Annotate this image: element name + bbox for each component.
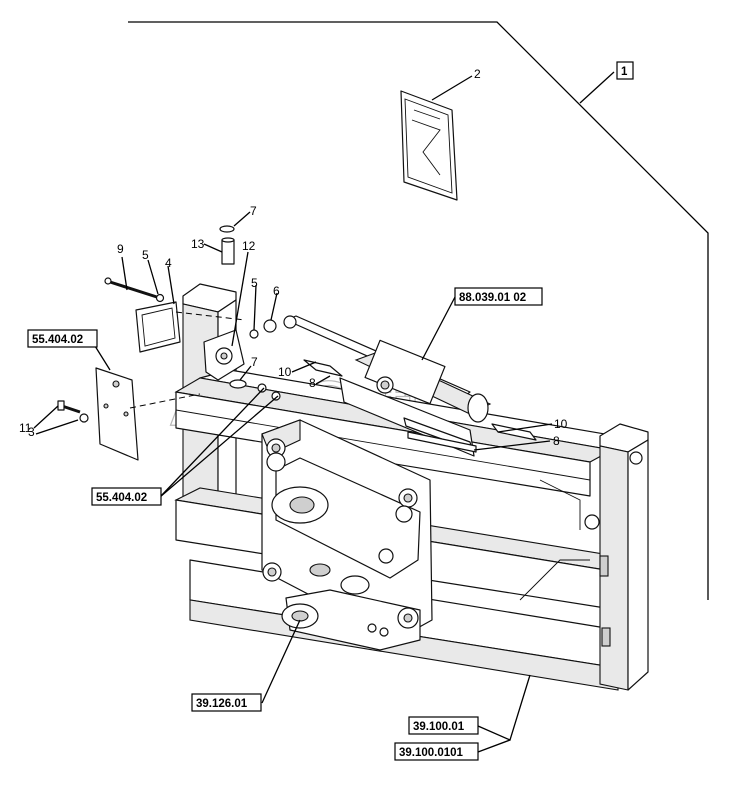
- hydraulic-cylinder: [283, 315, 492, 457]
- callout-4: 4: [165, 256, 172, 270]
- callout-12: 12: [242, 239, 256, 253]
- cover-plate: [95, 367, 139, 461]
- callout-1-box: [616, 61, 634, 80]
- washer-lower-1: [257, 383, 267, 393]
- callout-7-lower: 7: [251, 355, 258, 369]
- callout-11: 11: [19, 421, 32, 435]
- alignment-line-2: [129, 393, 201, 409]
- callout-10-right: 10: [554, 417, 568, 431]
- reference-39-100-0101: 39.100.0101: [394, 742, 479, 761]
- washer-item-3: [79, 413, 89, 423]
- callout-8-left: 8: [309, 376, 316, 390]
- callout-5-left: 5: [142, 248, 149, 262]
- callout-2: 2: [474, 67, 481, 81]
- nut-item-6: [263, 319, 277, 333]
- callout-5-right: 5: [251, 276, 258, 290]
- svg-text:39.100.0101: 39.100.0101: [399, 747, 464, 759]
- o-ring-lower: [229, 379, 247, 389]
- callout-8-right: 8: [553, 434, 560, 448]
- callout-1: 1: [621, 66, 628, 78]
- assembly-bracket-line: [128, 21, 709, 600]
- washer-right: [249, 329, 259, 339]
- svg-text:88.039.01 02: 88.039.01 02: [459, 292, 526, 304]
- decal-plate: [400, 90, 458, 201]
- svg-text:55.404.02: 55.404.02: [96, 492, 147, 504]
- small-bolt: [57, 400, 81, 414]
- reference-39-126: 39.126.01: [191, 693, 262, 712]
- callout-7-top: 7: [250, 204, 257, 218]
- washer-left: [155, 293, 165, 303]
- o-ring-top: [219, 225, 235, 233]
- svg-text:39.100.01: 39.100.01: [413, 721, 465, 733]
- callout-10-left: 10: [278, 365, 292, 379]
- callout-13: 13: [191, 237, 205, 251]
- long-bolt: [104, 277, 161, 300]
- pivot-bracket: [203, 329, 245, 381]
- callout-9: 9: [117, 242, 124, 256]
- reference-39-100: 39.100.01: [408, 716, 479, 735]
- pivot-assembly: [261, 419, 433, 651]
- reference-88-039: 88.039.01 02: [454, 287, 543, 306]
- slide-bar: [407, 431, 477, 453]
- pin: [221, 237, 235, 265]
- svg-text:55.404.02: 55.404.02: [32, 334, 83, 346]
- leader-lines: [33, 71, 615, 753]
- washer-lower-2: [271, 391, 281, 401]
- reference-55-404-top: 55.404.02: [27, 329, 98, 348]
- gasket-plate: [135, 301, 181, 353]
- wear-pad-left: [303, 359, 343, 377]
- callout-6: 6: [273, 284, 280, 298]
- reference-55-404-bottom: 55.404.02: [91, 487, 162, 506]
- svg-text:39.126.01: 39.126.01: [196, 698, 248, 710]
- alignment-line-1: [175, 311, 246, 321]
- callout-3: 3: [28, 425, 35, 439]
